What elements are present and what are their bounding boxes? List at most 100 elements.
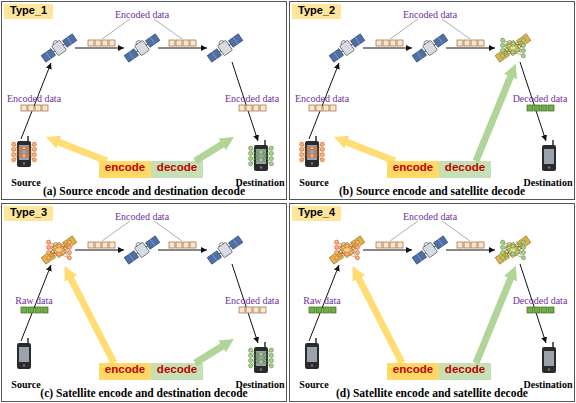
decode-box: decode	[439, 161, 491, 178]
satellite-icon	[327, 232, 366, 266]
data-label: Encoded data	[115, 211, 169, 222]
flow-arrow	[55, 141, 107, 161]
data-label: Decoded data	[513, 295, 568, 306]
flow-arrow	[195, 142, 225, 161]
raw-blocks	[309, 307, 336, 313]
panel-b-art	[300, 19, 556, 171]
diagram-panel: (b) Source encode and satellite decodeTy…	[289, 1, 575, 200]
node-text: Destination	[510, 177, 576, 188]
terminal-node: Destination	[522, 332, 574, 390]
terminal-node: Source	[294, 332, 334, 390]
node-text: decode	[439, 363, 491, 375]
encode-box: encode	[387, 161, 439, 178]
decode-box: decode	[151, 363, 203, 380]
satellite-icon	[493, 232, 532, 266]
link-chain	[305, 221, 556, 373]
panel-c-art	[17, 221, 273, 373]
encoder-net-icon	[47, 240, 72, 260]
encode-box: encode	[387, 363, 439, 380]
terminal-node: Destination	[234, 332, 286, 390]
encode-box: encode	[99, 363, 151, 380]
decode-box: decode	[439, 363, 491, 380]
encoder-net-icon	[335, 240, 360, 260]
encoder-net-icon	[12, 142, 37, 162]
encoded-blocks	[309, 105, 336, 111]
type-tag: Type_2	[292, 4, 341, 19]
node-text: Source	[282, 177, 346, 188]
link-chain	[305, 19, 556, 171]
encode-arrow	[357, 275, 402, 363]
data-label: Encoded data	[295, 93, 349, 104]
decode-arrow	[476, 73, 512, 161]
data-label: Encoded data	[403, 9, 457, 20]
node-text: Source	[282, 379, 346, 390]
node-text: encode	[99, 161, 151, 173]
decoder-net-icon	[501, 38, 526, 58]
link-chain	[17, 19, 268, 171]
diagram-panel: (d) Satellite encode and satellite decod…	[289, 203, 575, 402]
flow-arrow	[195, 344, 225, 363]
decode-box: decode	[151, 161, 203, 178]
node-text: Source	[0, 379, 58, 390]
terminal-node: Destination	[522, 130, 574, 188]
data-label: Raw data	[15, 295, 53, 306]
decoded-blocks	[527, 307, 554, 313]
terminal-node: Source	[6, 332, 46, 390]
encoded-blocks	[239, 307, 266, 313]
encode-box: encode	[99, 161, 151, 178]
type-tag: Type_1	[4, 4, 53, 19]
terminal-node: Source	[294, 130, 334, 188]
node-text: decode	[151, 363, 203, 375]
encoded-blocks	[21, 105, 48, 111]
encode-arrow	[69, 275, 114, 363]
decoded-blocks	[527, 105, 554, 111]
decoder-net-icon	[501, 240, 526, 260]
node-text: decode	[439, 161, 491, 173]
flow-arrow	[343, 141, 395, 161]
data-label: Encoded data	[225, 295, 279, 306]
raw-blocks	[21, 307, 48, 313]
node-text: Type_4	[292, 206, 341, 218]
decoder-net-icon	[249, 348, 274, 368]
link-chain	[17, 221, 268, 373]
data-label: Encoded data	[7, 93, 61, 104]
data-label: Decoded data	[513, 93, 568, 104]
data-label: Encoded data	[403, 211, 457, 222]
data-label: Encoded data	[115, 9, 169, 20]
type-tag: Type_4	[292, 206, 341, 221]
terminal-node: Destination	[234, 130, 286, 188]
node-text: decode	[151, 161, 203, 173]
node-text: Destination	[510, 379, 576, 390]
satellite-icon	[39, 30, 78, 64]
terminal-node: Source	[6, 130, 46, 188]
satellite-icon	[205, 30, 244, 64]
decode-arrow	[476, 275, 512, 363]
satellite-icon	[327, 30, 366, 64]
node-text: encode	[99, 363, 151, 375]
data-label: Raw data	[303, 295, 341, 306]
encoder-net-icon	[300, 142, 325, 162]
node-text: encode	[387, 363, 439, 375]
diagram-panel: (c) Satellite encode and destination dec…	[1, 203, 287, 402]
node-text: Source	[0, 177, 58, 188]
satellite-icon	[205, 232, 244, 266]
node-text: Destination	[222, 177, 298, 188]
node-text: Type_3	[4, 206, 53, 218]
satellite-icon	[493, 30, 532, 64]
diagram-panel: (a) Source encode and destination decode…	[1, 1, 287, 200]
data-label: Encoded data	[225, 93, 279, 104]
node-text: Destination	[222, 379, 298, 390]
encoded-blocks	[239, 105, 266, 111]
node-text: Type_2	[292, 4, 341, 16]
panel-d-art	[305, 221, 556, 373]
decoder-net-icon	[249, 146, 274, 166]
type-tag: Type_3	[4, 206, 53, 221]
node-text: encode	[387, 161, 439, 173]
panel-a-art	[12, 19, 274, 171]
node-text: Type_1	[4, 4, 53, 16]
satellite-icon	[39, 232, 78, 266]
